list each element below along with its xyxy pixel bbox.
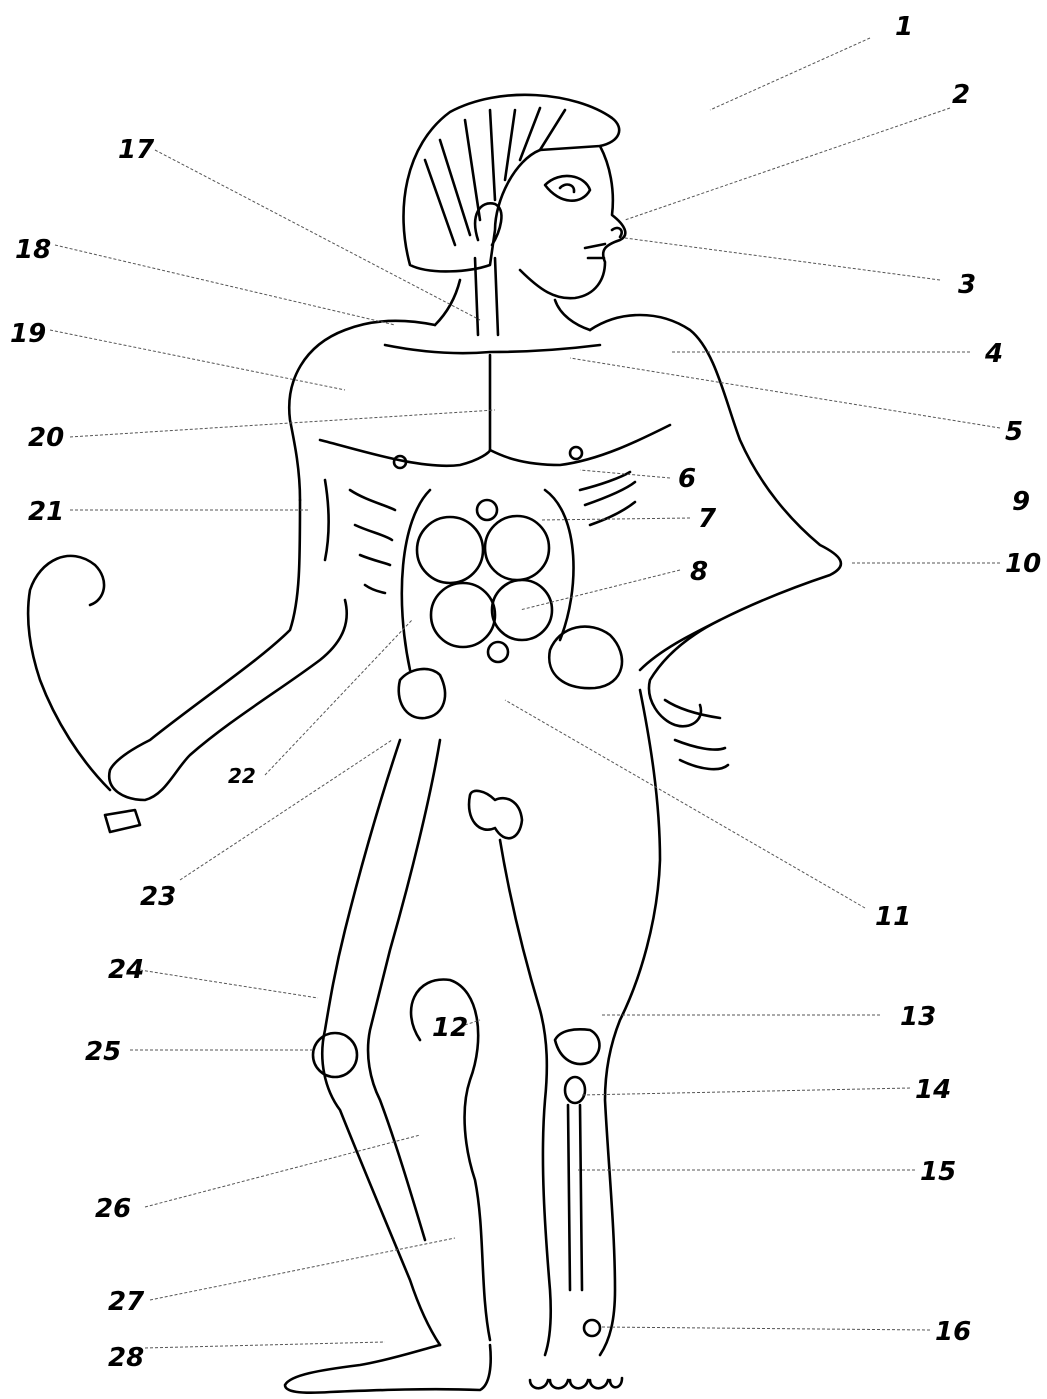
ribs-left bbox=[350, 490, 395, 593]
label-14: 14 bbox=[915, 1075, 951, 1105]
number-labels: 1 2 3 4 5 6 7 8 9 10 11 12 13 14 15 16 1… bbox=[10, 12, 1041, 1373]
face-profile bbox=[520, 146, 625, 298]
label-16: 16 bbox=[935, 1317, 971, 1347]
label-13: 13 bbox=[900, 1002, 936, 1032]
ribs-right bbox=[580, 472, 635, 525]
torso-outline bbox=[289, 315, 841, 670]
label-15: 15 bbox=[920, 1157, 956, 1187]
ab-3 bbox=[431, 583, 495, 647]
neck bbox=[435, 258, 590, 335]
label-18: 18 bbox=[15, 235, 51, 265]
pectorals bbox=[320, 425, 670, 466]
label-10: 10 bbox=[1005, 549, 1041, 579]
label-26: 26 bbox=[95, 1194, 131, 1224]
eye bbox=[545, 176, 590, 201]
label-27: 27 bbox=[108, 1287, 145, 1317]
ab-2 bbox=[485, 516, 549, 580]
right-nipple bbox=[570, 447, 582, 459]
hip-left bbox=[399, 669, 445, 718]
left-kneecap bbox=[313, 1033, 357, 1077]
navel bbox=[488, 642, 508, 662]
label-9: 9 bbox=[1012, 487, 1030, 517]
collarbones bbox=[385, 345, 600, 353]
hip-right bbox=[549, 627, 622, 689]
label-11: 11 bbox=[875, 902, 911, 932]
label-5: 5 bbox=[1005, 417, 1023, 447]
left-arm bbox=[109, 500, 347, 800]
label-12: 12 bbox=[432, 1013, 468, 1043]
label-8: 8 bbox=[690, 557, 708, 587]
nostril bbox=[612, 228, 622, 237]
label-3: 3 bbox=[958, 270, 976, 300]
figure-drawing bbox=[28, 95, 841, 1393]
label-24: 24 bbox=[108, 955, 144, 985]
right-foot-toes bbox=[530, 1378, 622, 1388]
right-shin-knob bbox=[565, 1077, 585, 1103]
label-22: 22 bbox=[228, 764, 256, 788]
label-23: 23 bbox=[140, 882, 176, 912]
label-2: 2 bbox=[952, 80, 970, 110]
right-leg-outer bbox=[600, 690, 660, 1355]
label-20: 20 bbox=[28, 423, 64, 453]
label-19: 19 bbox=[10, 319, 46, 349]
right-leg-inner bbox=[500, 840, 551, 1355]
label-17: 17 bbox=[118, 135, 155, 165]
label-25: 25 bbox=[85, 1037, 121, 1067]
staff bbox=[28, 556, 110, 790]
leader-lines bbox=[50, 38, 1000, 1348]
label-4: 4 bbox=[984, 339, 1003, 369]
label-1: 1 bbox=[895, 12, 913, 42]
label-7: 7 bbox=[698, 504, 717, 534]
label-21: 21 bbox=[28, 497, 64, 527]
genitals bbox=[469, 791, 522, 838]
left-leg-inner bbox=[368, 740, 440, 1240]
label-6: 6 bbox=[678, 464, 696, 494]
right-ankle bbox=[584, 1320, 600, 1336]
staff-hand-grip bbox=[105, 810, 140, 832]
label-28: 28 bbox=[108, 1343, 144, 1373]
abdominal-arch bbox=[402, 490, 574, 670]
navel-top bbox=[477, 500, 497, 520]
right-kneecap bbox=[555, 1029, 599, 1064]
left-foot bbox=[285, 1345, 491, 1393]
ab-1 bbox=[417, 517, 483, 583]
right-hand bbox=[665, 700, 728, 769]
